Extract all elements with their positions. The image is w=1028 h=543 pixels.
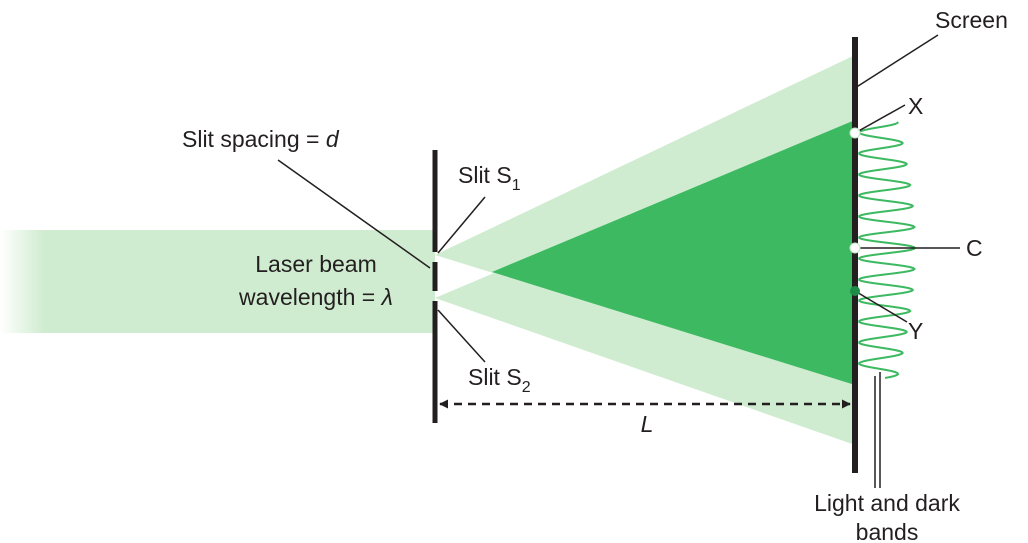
slit1-leader	[437, 196, 486, 254]
point-x-dot	[849, 127, 861, 139]
slit2-leader	[437, 309, 486, 363]
bands-label-line2: bands	[856, 519, 919, 543]
point-y-label: Y	[908, 318, 923, 344]
bands-label-line1: Light and dark	[814, 490, 960, 516]
slit-spacing-leader	[277, 159, 431, 269]
screen-leader	[854, 34, 939, 89]
slit1-label: Slit S1	[458, 162, 521, 194]
band-intensity-curve	[858, 121, 917, 379]
laser-wavelength-label: wavelength = λ	[238, 284, 393, 310]
point-c-label: C	[966, 235, 983, 261]
slit2-label: Slit S2	[468, 364, 531, 396]
distance-label: L	[641, 411, 654, 437]
slit-spacing-label: Slit spacing = d	[182, 126, 340, 152]
laser-beam-label: Laser beam	[255, 251, 376, 277]
laser-beam	[0, 230, 435, 333]
screen-label: Screen	[935, 7, 1008, 33]
overlap-region	[492, 120, 855, 385]
point-c-dot	[849, 242, 861, 254]
point-x-leader	[854, 104, 906, 134]
point-y-dot	[850, 286, 860, 296]
point-x-label: X	[908, 93, 923, 119]
point-y-leader	[854, 290, 908, 323]
